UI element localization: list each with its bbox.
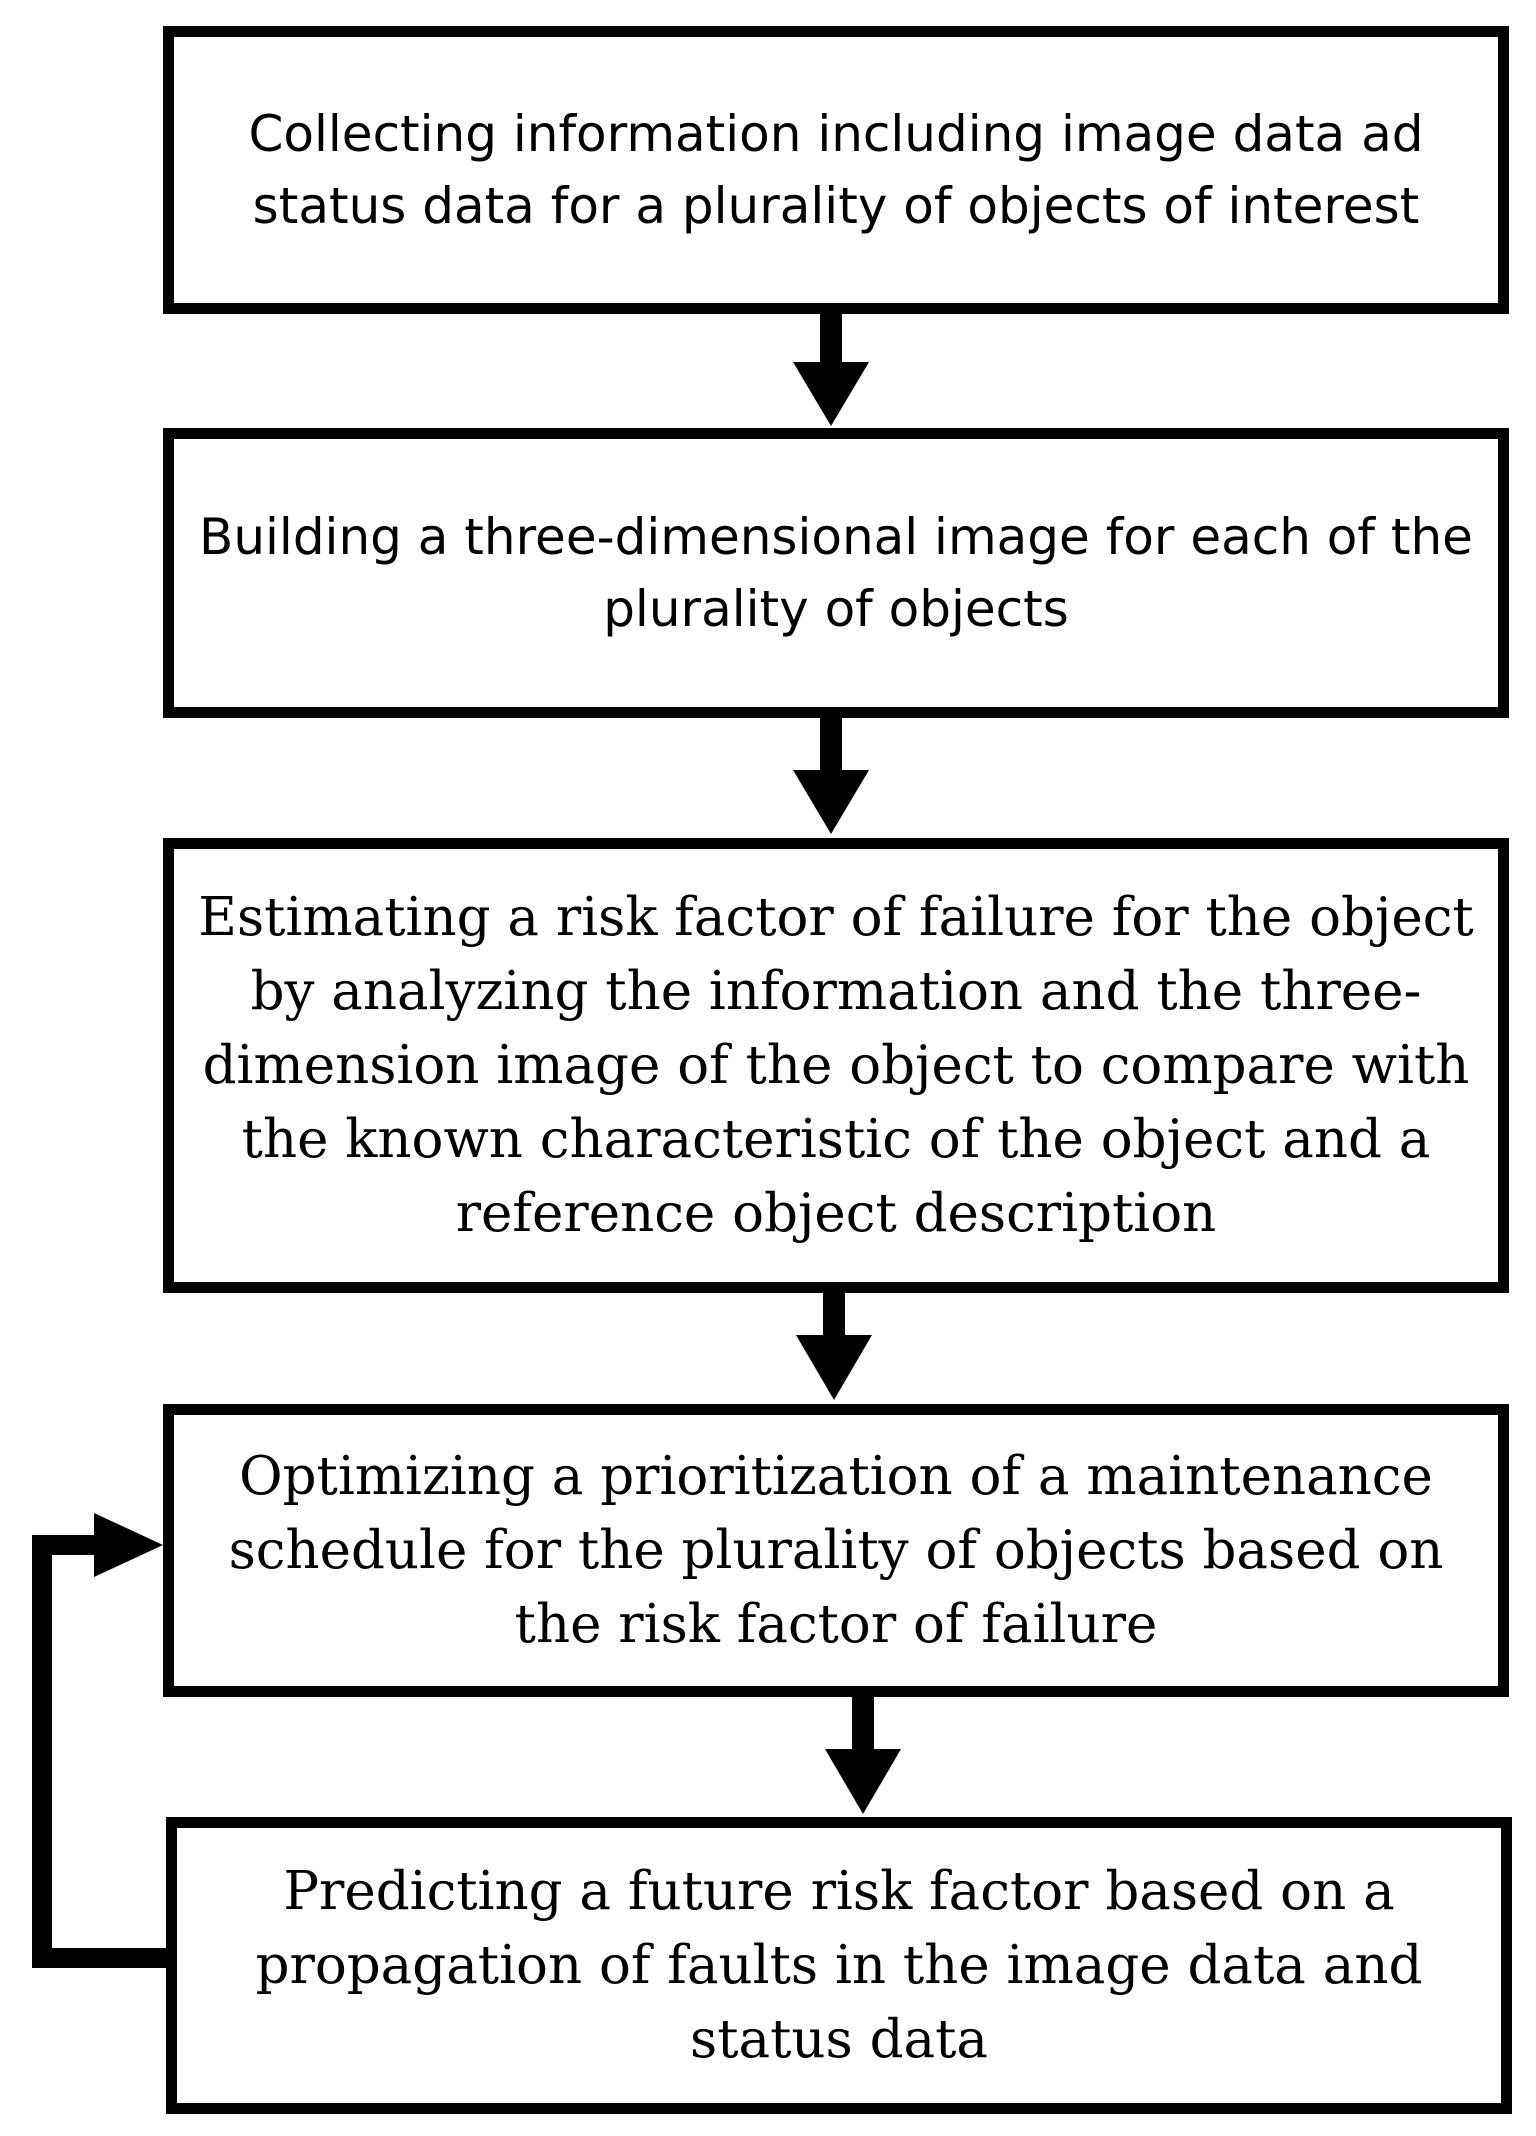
- arrow-step1-to-step2: [793, 314, 869, 426]
- arrow-step3-to-step4: [796, 1293, 872, 1400]
- step-5-text: Predicting a future risk factor based on…: [255, 1860, 1423, 2070]
- step-4-text: Optimizing a prioritization of a mainten…: [228, 1445, 1444, 1655]
- feedback-arrow-step5-to-step4: [32, 1513, 166, 1968]
- step-3-box: Estimating a risk factor of failure for …: [163, 838, 1509, 1293]
- arrow-step2-to-step3: [793, 718, 869, 834]
- step-5-box: Predicting a future risk factor based on…: [166, 1817, 1512, 2114]
- step-1-text: Collecting information including image d…: [248, 105, 1424, 235]
- step-1-box: Collecting information including image d…: [163, 26, 1509, 314]
- step-3-text: Estimating a risk factor of failure for …: [198, 886, 1474, 1244]
- step-2-text: Building a three-dimensional image for e…: [199, 508, 1473, 638]
- arrow-step4-to-step5: [825, 1697, 901, 1814]
- step-4-box: Optimizing a prioritization of a mainten…: [163, 1404, 1509, 1697]
- step-2-box: Building a three-dimensional image for e…: [163, 428, 1509, 718]
